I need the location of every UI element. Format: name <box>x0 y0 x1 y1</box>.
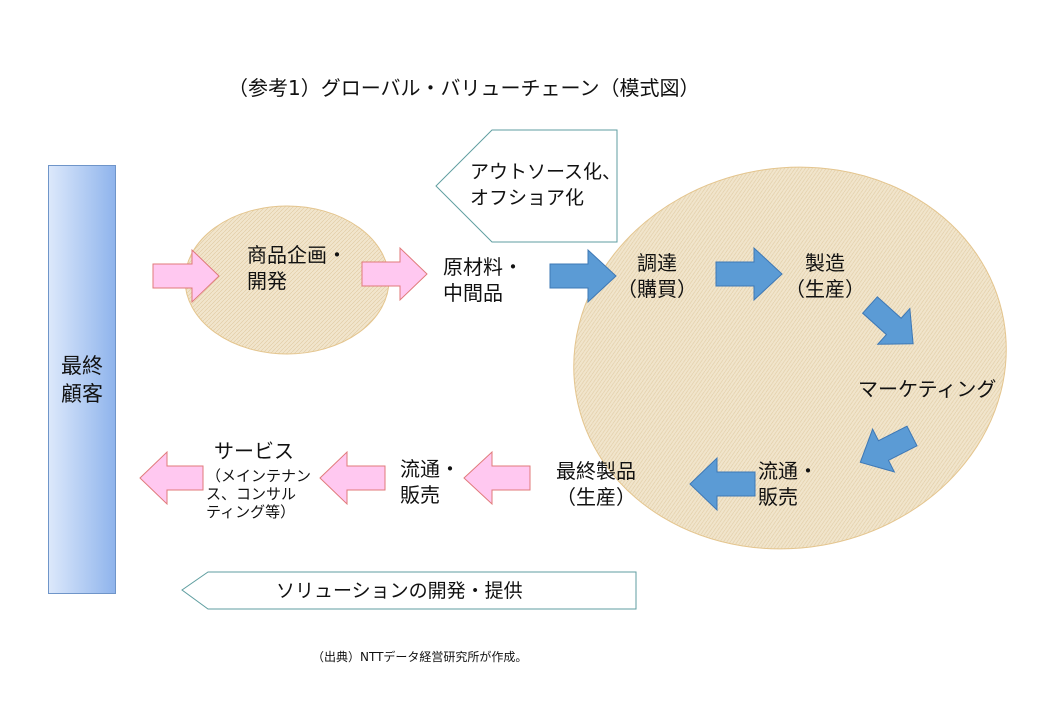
stage-service-detail: （メインテナン ス、コンサル ティング等） <box>206 467 312 521</box>
stage-marketing: マーケティング <box>858 377 997 401</box>
arrow-planning-to-materials <box>361 246 428 302</box>
arrow-marketing-to-distribution <box>859 425 918 473</box>
arrow-materials-to-procurement <box>549 248 617 304</box>
diagram-title: （参考1）グローバル・バリューチェーン（模式図） <box>228 76 700 100</box>
outsource-callout-text: アウトソース化、 オフショア化 <box>470 161 622 209</box>
stage-procurement: 調達 （購買） <box>617 251 697 301</box>
solution-callout-text: ソリューションの開発・提供 <box>276 580 523 602</box>
source-note: （出典）NTTデータ経営研究所が作成。 <box>312 650 528 664</box>
stage-manufacturing: 製造 （生産） <box>785 251 865 301</box>
stage-materials: 原材料・ 中間品 <box>443 255 523 305</box>
customer-bar <box>48 165 116 594</box>
solution-callout-shape <box>181 571 637 610</box>
arrow-manufacturing-to-marketing <box>861 296 914 345</box>
stage-final-product: 最終製品 （生産） <box>556 459 636 509</box>
stage-planning: 商品企画・ 開発 <box>247 243 347 293</box>
arrow-procurement-to-manufacturing <box>715 246 783 302</box>
arrow-distribution-to-final-product <box>689 456 756 512</box>
customer-label: 最終 顧客 <box>61 354 103 406</box>
arrow-final-product-to-distribution <box>463 450 531 506</box>
arrow-service-to-customer <box>139 450 204 506</box>
stage-service-title: サービス <box>214 439 294 463</box>
arrow-customer-to-planning <box>152 248 220 304</box>
stage-distribution-left: 流通・ 販売 <box>400 457 460 507</box>
stage-distribution-right: 流通・ 販売 <box>758 459 818 509</box>
arrow-distribution-to-service <box>319 450 386 506</box>
outsource-callout-shape <box>435 129 618 243</box>
